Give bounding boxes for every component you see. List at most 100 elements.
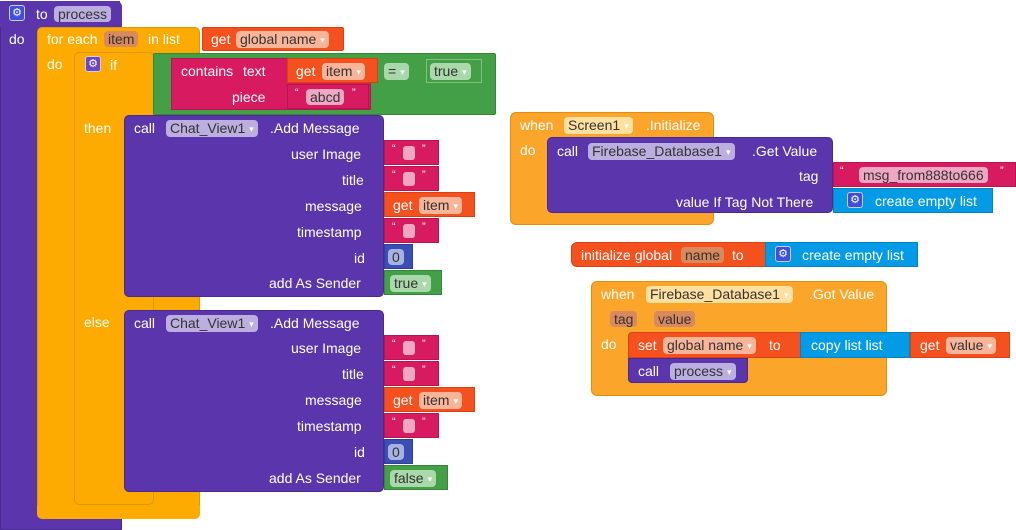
empty-text-field[interactable] [403, 367, 415, 381]
tag-text-field[interactable]: msg_from888to666 [859, 167, 988, 183]
item-var-dropdown[interactable]: item▾ [322, 63, 365, 81]
quote-close: ” [422, 221, 426, 233]
quote-open: “ [392, 416, 396, 428]
sender-bool-dropdown[interactable]: true▾ [390, 275, 431, 293]
param-label: add As Sender [269, 470, 361, 486]
for-each-var-field[interactable]: item [104, 31, 139, 47]
set-label: set [638, 337, 657, 353]
do-label: do [520, 142, 536, 158]
event-name: .Got Value [809, 286, 875, 302]
event-param-tag[interactable]: tag [610, 311, 638, 327]
set-var-dropdown[interactable]: global name▾ [663, 337, 756, 355]
procedure-name-field[interactable]: process [54, 6, 112, 22]
get-label: get [920, 337, 940, 353]
quote-close: ” [422, 338, 426, 350]
param-label: title [342, 172, 364, 188]
do-label: do [601, 336, 617, 352]
quote-close: ” [422, 169, 426, 181]
component-dropdown[interactable]: Chat_View1▾ [166, 120, 258, 138]
get-label: get [211, 31, 231, 47]
if-label: if [110, 57, 117, 73]
dropdown-arrow-icon: ▾ [320, 35, 325, 46]
param-label: id [354, 250, 365, 266]
dropdown-arrow-icon: ▾ [987, 341, 992, 352]
value-var-dropdown[interactable]: value▾ [946, 337, 996, 355]
global-name-dropdown[interactable]: global name▾ [236, 31, 329, 49]
piece-text-field[interactable]: abcd [306, 89, 345, 105]
dropdown-arrow-icon: ▾ [249, 124, 254, 135]
dropdown-arrow-icon: ▾ [400, 67, 405, 78]
param-label: user Image [291, 340, 362, 356]
dropdown-arrow-icon: ▾ [624, 121, 629, 132]
initialize-global-label: initialize global [581, 247, 673, 263]
param-label: add As Sender [269, 275, 361, 291]
quote-close: ” [1000, 165, 1004, 177]
dropdown-arrow-icon: ▾ [249, 319, 254, 330]
screen-component-dropdown[interactable]: Screen1▾ [564, 117, 633, 135]
quote-open: “ [392, 221, 396, 233]
create-empty-list-label: create empty list [802, 247, 904, 263]
quote-close: ” [422, 416, 426, 428]
create-empty-list-label: create empty list [875, 193, 977, 209]
item-var-dropdown[interactable]: item▾ [419, 197, 462, 215]
if-mutator-gear-icon[interactable]: ⚙ [85, 56, 101, 72]
when-label: when [520, 117, 554, 133]
to-label: to [769, 337, 781, 353]
event-param-value[interactable]: value [654, 311, 696, 327]
call-label: call [134, 315, 156, 331]
to-label: to [732, 247, 744, 263]
call-label: call [557, 143, 579, 159]
true-dropdown[interactable]: true▾ [430, 63, 471, 81]
dropdown-arrow-icon: ▾ [422, 279, 427, 290]
quote-close: ” [422, 364, 426, 376]
get-label: get [393, 197, 413, 213]
dropdown-arrow-icon: ▾ [453, 396, 458, 407]
list-mutator-gear-icon[interactable]: ⚙ [847, 192, 863, 208]
call-label: call [134, 120, 156, 136]
dropdown-arrow-icon: ▾ [356, 67, 361, 78]
to-keyword: to [36, 6, 48, 22]
quote-open: “ [295, 87, 299, 99]
id-number-field[interactable]: 0 [388, 444, 404, 460]
param-label: user Image [291, 146, 362, 162]
quote-open: “ [392, 169, 396, 181]
param-label: message [305, 198, 362, 214]
dropdown-arrow-icon: ▾ [462, 67, 467, 78]
empty-text-field[interactable] [403, 224, 415, 238]
param-label: id [354, 444, 365, 460]
mutator-gear-icon[interactable]: ⚙ [9, 5, 25, 21]
empty-text-field[interactable] [403, 172, 415, 186]
operator-dropdown[interactable]: =▾ [384, 63, 409, 81]
sender-bool-dropdown[interactable]: false▾ [390, 470, 437, 488]
empty-text-field[interactable] [403, 146, 415, 160]
else-add-message-call[interactable] [124, 310, 384, 492]
empty-text-field[interactable] [403, 419, 415, 433]
default-param-label: value If Tag Not There [676, 194, 814, 210]
event-name: .Initialize [646, 117, 701, 133]
param-label: title [342, 366, 364, 382]
method-label: .Get Value [752, 143, 818, 159]
piece-label: piece [232, 89, 266, 105]
quote-open: “ [392, 364, 396, 376]
dropdown-arrow-icon: ▾ [727, 367, 732, 378]
then-label: then [84, 120, 112, 136]
param-label: timestamp [297, 224, 362, 240]
param-label: timestamp [297, 418, 362, 434]
procedure-dropdown[interactable]: process▾ [670, 363, 736, 381]
call-label: call [638, 363, 660, 379]
global-var-name-field[interactable]: name [681, 247, 725, 263]
firebase-component-dropdown[interactable]: Firebase_Database1▾ [588, 143, 735, 161]
component-dropdown[interactable]: Chat_View1▾ [166, 315, 258, 333]
quote-close: ” [422, 143, 426, 155]
empty-text-field[interactable] [403, 341, 415, 355]
dropdown-arrow-icon: ▾ [453, 201, 458, 212]
item-var-dropdown[interactable]: item▾ [419, 392, 462, 410]
contains-label: contains [181, 63, 234, 79]
when-label: when [601, 286, 635, 302]
in-list-label: in list [148, 31, 180, 47]
then-add-message-call[interactable] [124, 115, 384, 297]
copy-list-block[interactable] [800, 332, 910, 358]
list-mutator-gear-icon[interactable]: ⚙ [775, 246, 791, 262]
id-number-field[interactable]: 0 [388, 249, 404, 265]
firebase-component-dropdown[interactable]: Firebase_Database1▾ [646, 286, 793, 304]
